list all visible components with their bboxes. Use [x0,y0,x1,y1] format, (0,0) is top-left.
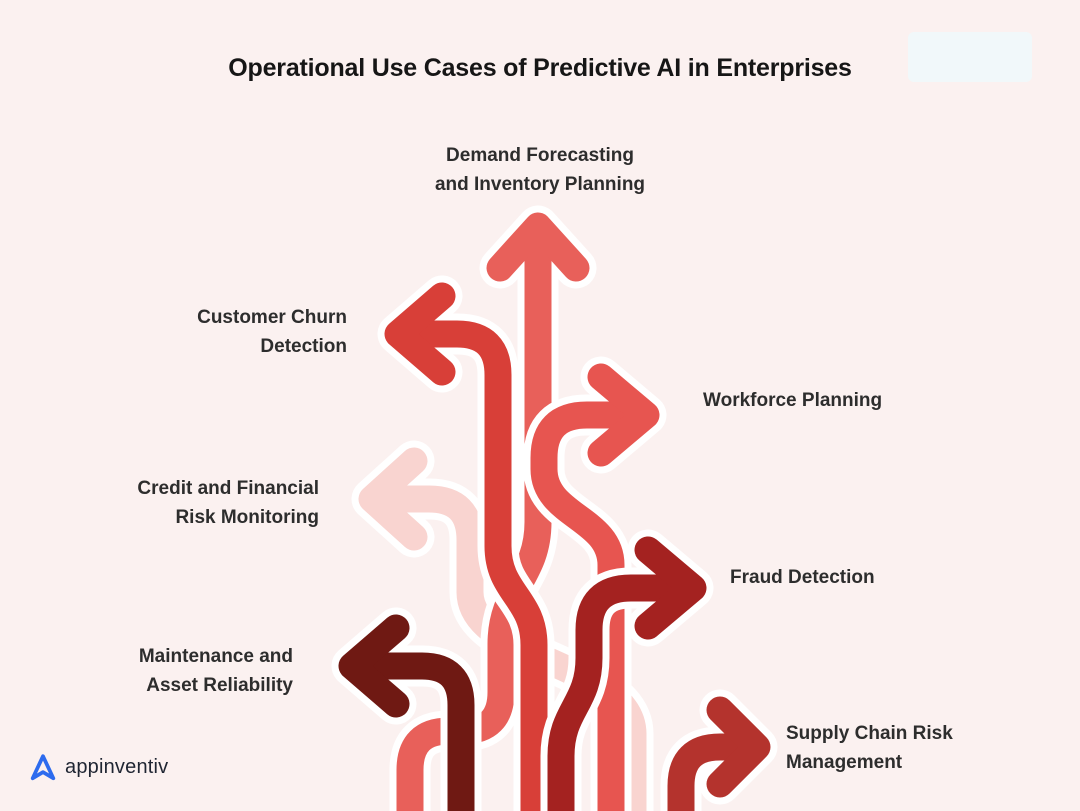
label-line: Workforce Planning [703,390,883,411]
label-line: Management [786,752,903,773]
arrow-maintenance-and-asset-reliability [331,607,482,811]
appinventiv-logo-text: appinventiv [65,755,169,778]
label-line: Detection [260,336,347,357]
label-line: Fraud Detection [730,567,875,588]
appinventiv-logo: appinventiv [28,751,168,783]
arrow-fraud-detection [540,529,714,811]
label-line: Asset Reliability [146,675,293,696]
label-fraud-detection: Fraud Detection [730,563,980,592]
label-line: Maintenance and [138,646,293,667]
label-line: Risk Monitoring [175,507,319,528]
label-supply-chain-risk-management: Supply Chain Risk Management [786,719,1016,777]
label-line: Supply Chain Risk [786,723,953,744]
label-customer-churn-detection: Customer Churn Detection [97,303,347,361]
arrow-customer-churn-detection [377,275,555,811]
label-line: and Inventory Planning [434,174,646,195]
arrow-workforce-planning [523,356,667,811]
label-demand-forecasting: Demand Forecasting and Inventory Plannin… [390,141,690,199]
arrow-demand-forecasting-and-inventory-planning [389,205,597,811]
page-title: Operational Use Cases of Predictive AI i… [228,54,852,82]
top-right-panel [908,32,1032,82]
arrow-supply-chain-risk-management [660,689,778,811]
label-line: Demand Forecasting [446,145,634,166]
label-credit-financial-risk-monitoring: Credit and Financial Risk Monitoring [69,474,319,532]
label-line: Customer Churn [197,307,347,328]
label-line: Credit and Financial [137,478,319,499]
label-maintenance-asset-reliability: Maintenance and Asset Reliability [43,642,293,700]
appinventiv-logo-icon [30,754,56,781]
label-workforce-planning: Workforce Planning [703,386,983,415]
